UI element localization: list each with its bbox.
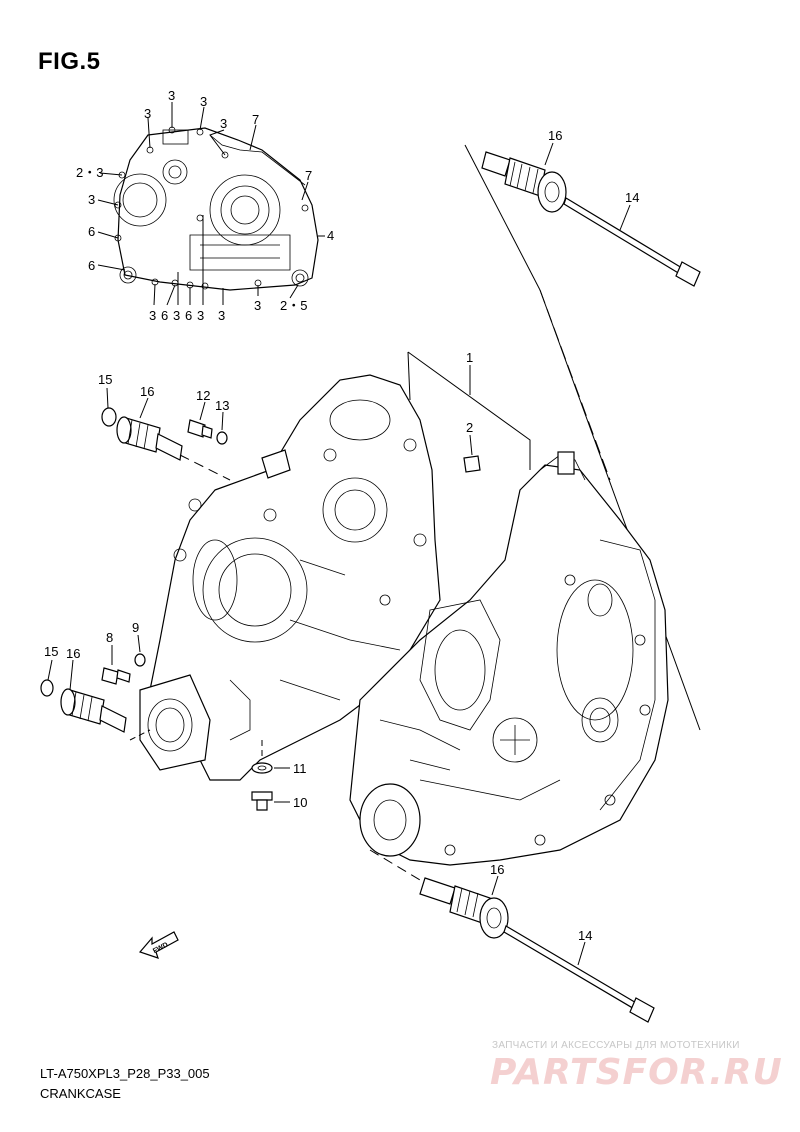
forward-direction-arrow: FWD xyxy=(138,931,179,959)
part-label: 16 xyxy=(66,646,80,661)
inset-label: 7 xyxy=(252,112,259,127)
left-crankcase-half xyxy=(139,374,441,781)
assembly-bracket xyxy=(407,289,701,731)
part-label: 8 xyxy=(106,630,113,645)
part-label: 9 xyxy=(132,620,139,635)
inset-label: 2・3 xyxy=(76,165,103,180)
part-label: 2 xyxy=(466,420,473,435)
inset-label: 6 xyxy=(88,258,95,273)
inset-label: 3 xyxy=(173,308,180,323)
inset-label: 3 xyxy=(254,298,261,313)
right-crankcase-half xyxy=(349,451,669,866)
inset-label: 3 xyxy=(197,308,204,323)
part-label: 16 xyxy=(140,384,154,399)
figure-title: FIG.5 xyxy=(38,48,101,75)
inset-label: 2・5 xyxy=(280,298,307,313)
inset-label: 6 xyxy=(161,308,168,323)
bottom-bushing-bolt xyxy=(369,849,655,1023)
top-bushing-bolt xyxy=(464,142,701,481)
part-label: 14 xyxy=(625,190,639,205)
watermark-tagline: ЗАПЧАСТИ И АКСЕССУАРЫ ДЛЯ МОТОТЕХНИКИ xyxy=(492,1040,740,1051)
part-label: 15 xyxy=(98,372,112,387)
part-label: 13 xyxy=(215,398,229,413)
drain-bolt-group xyxy=(251,740,290,811)
inset-label: 3 xyxy=(200,94,207,109)
inset-labels: 3 3 3 3 7 2・3 7 3 6 4 6 3 6 3 6 3 3 3 2・… xyxy=(76,88,334,323)
inset-crankcase-view xyxy=(97,102,325,306)
figure-code: LT-A750XPL3_P28_P33_005 xyxy=(40,1066,210,1081)
inset-label: 3 xyxy=(220,116,227,131)
part-label: 16 xyxy=(548,128,562,143)
inset-label: 6 xyxy=(185,308,192,323)
part-label: 1 xyxy=(466,350,473,365)
part-label: 16 xyxy=(490,862,504,877)
inset-label: 3 xyxy=(218,308,225,323)
part-label: 14 xyxy=(578,928,592,943)
inset-label: 3 xyxy=(144,106,151,121)
watermark-logo[interactable]: PARTSFOR.RU xyxy=(490,1052,783,1093)
inset-label: 7 xyxy=(305,168,312,183)
lower-left-bushing-group xyxy=(40,634,151,741)
part-label: 10 xyxy=(293,795,307,810)
part-label: 15 xyxy=(44,644,58,659)
inset-label: 4 xyxy=(327,228,334,243)
inset-label: 3 xyxy=(88,192,95,207)
inset-label: 3 xyxy=(168,88,175,103)
part-label: 12 xyxy=(196,388,210,403)
upper-left-bushing-group xyxy=(101,387,231,481)
inset-label: 6 xyxy=(88,224,95,239)
figure-caption: CRANKCASE xyxy=(40,1086,121,1101)
inset-label: 3 xyxy=(149,308,156,323)
part-label: 11 xyxy=(293,761,307,776)
